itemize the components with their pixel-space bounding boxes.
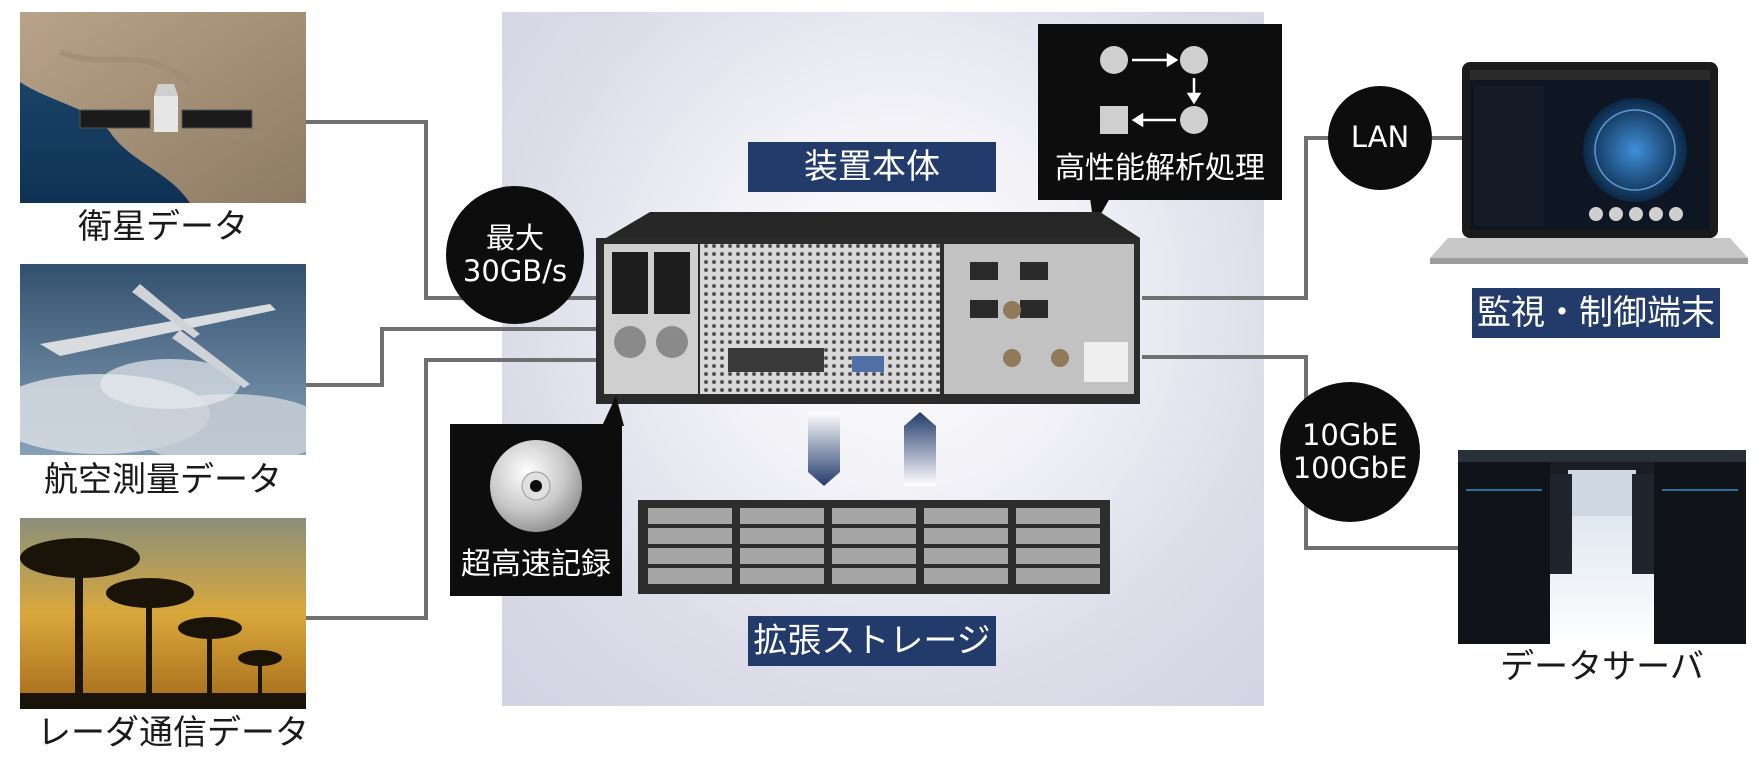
connector-radar [306,358,598,620]
lan-label: LAN [1350,120,1410,155]
satellite-photo [20,12,306,203]
server-chassis [596,212,1140,404]
arrow-down [808,412,840,486]
ethernet-line2: 100GbE [1292,451,1408,485]
disc-icon [490,440,582,532]
lan-circle: LAN [1328,86,1432,190]
arrow-up [904,412,936,486]
server-room-image [1458,450,1746,644]
recording-label: 超高速記録 [461,547,611,582]
satellite-caption: 衛星データ [78,207,248,247]
laptop-image [1430,62,1748,264]
ethernet-line1: 10GbE [1301,417,1399,452]
aerial-photo [20,264,306,455]
connector-aerial [306,327,598,387]
recording-box: 超高速記録 [450,424,622,596]
radar-caption: レーダ通信データ [37,713,309,753]
throughput-line2: 30GB/s [462,254,568,288]
throughput-line1: 最大 [485,220,544,255]
ethernet-circle: 10GbE 100GbE [1280,382,1420,522]
processing-label: 高性能解析処理 [1055,151,1265,186]
storage-label: 拡張ストレージ [748,616,996,666]
aerial-caption: 航空測量データ [44,460,282,500]
processing-box: 高性能解析処理 [1038,24,1282,200]
data-flow-arrows [808,412,936,486]
server-caption: データサーバ [1500,647,1704,687]
throughput-circle: 最大 30GB/s [446,186,584,324]
processing-flow-icon [1100,46,1208,134]
terminal-label: 監視・制御端末 [1472,288,1720,338]
recording-pointer [602,396,624,426]
main-device-label: 装置本体 [748,142,996,192]
storage-array [638,500,1110,594]
radar-photo [20,518,306,709]
connector-lan [1142,136,1330,300]
